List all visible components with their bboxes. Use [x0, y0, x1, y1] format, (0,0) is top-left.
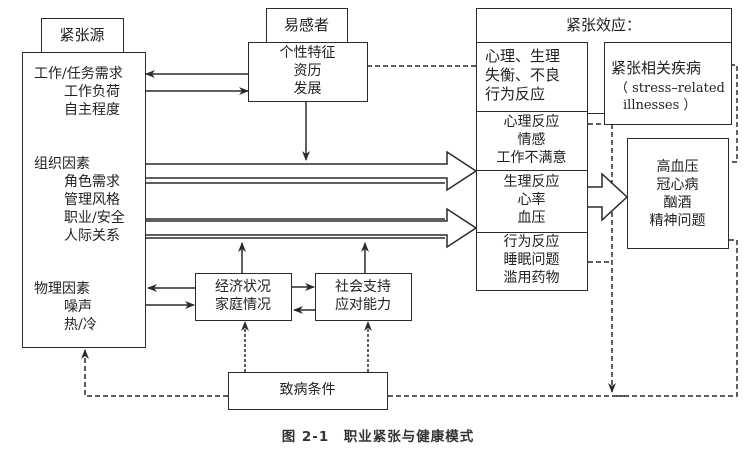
susceptible-box: 个性特征 资历 发展 [248, 42, 368, 102]
effect-imbalance-box: 心理、生理 失衡、不良 行为反应 [476, 42, 588, 112]
stressor-role-demands: 角色需求 [64, 174, 120, 190]
susceptible-personality: 个性特征 [279, 45, 336, 61]
illness-box: 紧张相关疾病 （ stress–related illnesses ） [604, 42, 732, 125]
stressor-noise: 噪声 [64, 299, 92, 315]
effect-behavioral-title: 行为反应 [503, 234, 560, 250]
stressors-title: 紧张源 [59, 26, 105, 44]
big-arrow-to-physiological [146, 207, 478, 249]
stressors-box: 工作/任务需求 工作负荷 自主程度 组织因素 角色需求 管理风格 职业/安全 人… [22, 52, 146, 348]
effect-drug-abuse: 滥用药物 [503, 270, 560, 286]
effect-blood-pressure: 血压 [517, 210, 546, 226]
stressor-heat-cold: 热/冷 [64, 317, 97, 333]
family-status: 家庭情况 [215, 297, 271, 313]
effect-physiological-box: 生理反应 心率 血压 [476, 170, 588, 233]
figure-caption: 图 2-1 职业紧张与健康模式 [281, 429, 475, 445]
susceptible-experience: 资历 [293, 63, 322, 79]
pathogenic-label: 致病条件 [279, 382, 336, 398]
stressor-autonomy: 自主程度 [64, 102, 120, 118]
stressor-interpersonal: 人际关系 [64, 228, 120, 244]
susceptible-title: 易感者 [283, 16, 329, 34]
effect-emotion: 情感 [517, 132, 546, 148]
illness-english-line2: illnesses ） [623, 98, 697, 113]
disease-mental: 精神问题 [649, 213, 706, 229]
disease-alcoholism: 酗酒 [663, 195, 692, 211]
effect-psychological-box: 心理反应 情感 工作不满意 [476, 111, 588, 171]
effect-imbalance-line3: 行为反应 [485, 85, 546, 103]
stressor-management-style: 管理风格 [64, 192, 120, 208]
effect-job-dissatisfaction: 工作不满意 [496, 150, 567, 166]
social-box: 社会支持 应对能力 [315, 273, 412, 321]
effect-behavioral-box: 行为反应 睡眠问题 滥用药物 [476, 232, 588, 291]
effects-title-box: 紧张效应： [476, 8, 732, 43]
stressor-workload: 工作负荷 [64, 84, 120, 100]
diseases-box: 高血压 冠心病 酗酒 精神问题 [627, 138, 729, 249]
disease-coronary: 冠心病 [656, 177, 699, 193]
effects-title: 紧张效应： [565, 16, 641, 34]
disease-hypertension: 高血压 [656, 159, 699, 175]
illness-title: 紧张相关疾病 [611, 59, 702, 77]
susceptible-title-box: 易感者 [266, 8, 348, 43]
stressor-organizational: 组织因素 [34, 156, 90, 172]
economic-box: 经济状况 家庭情况 [195, 273, 292, 321]
effect-sleep-problems: 睡眠问题 [503, 252, 560, 268]
effect-imbalance-line2: 失衡、不良 [485, 66, 561, 84]
coping-ability: 应对能力 [335, 297, 391, 313]
pathogenic-box: 致病条件 [228, 372, 388, 410]
dashed-illness-to-diseases [729, 64, 738, 163]
stressor-physical: 物理因素 [34, 281, 90, 297]
effect-imbalance-line1: 心理、生理 [485, 47, 561, 65]
economic-status: 经济状况 [215, 279, 271, 295]
dashed-diseases-to-bottom [612, 239, 738, 397]
dashed-arrow-pathogenic-to-stressors [81, 349, 228, 397]
effect-physiological-title: 生理反应 [503, 174, 560, 190]
stressors-title-box: 紧张源 [41, 18, 124, 53]
big-arrow-to-diseases [588, 172, 629, 222]
effect-psychological-title: 心理反应 [503, 114, 560, 130]
effect-heart-rate: 心率 [517, 192, 546, 208]
illness-english-line1: （ stress–related [615, 81, 725, 96]
susceptible-development: 发展 [293, 81, 322, 97]
big-arrow-to-psychological [146, 150, 478, 192]
social-support: 社会支持 [335, 279, 391, 295]
stressor-occupational-safety: 职业/安全 [64, 210, 125, 226]
stressor-job-demands: 工作/任务需求 [34, 66, 123, 82]
